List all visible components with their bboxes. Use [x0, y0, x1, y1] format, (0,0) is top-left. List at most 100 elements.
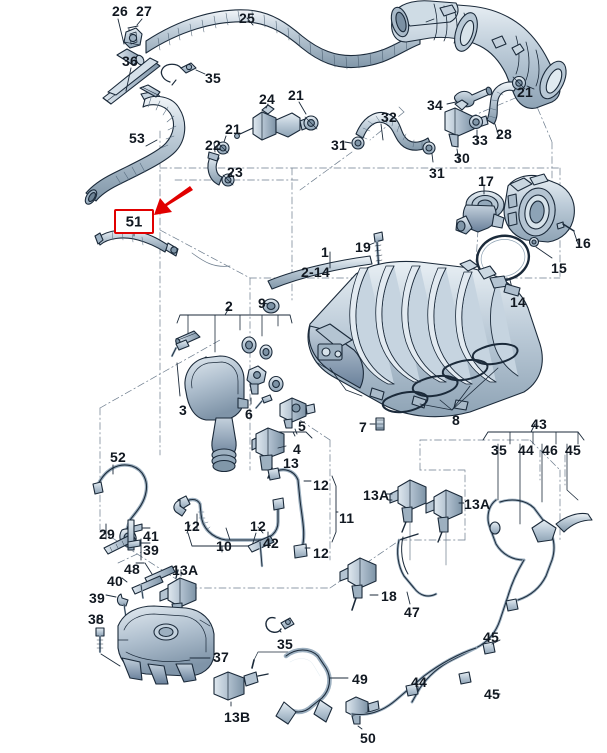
callout-34: 34: [427, 97, 443, 113]
callout-7: 7: [359, 419, 367, 435]
callout-46-group: 46: [542, 442, 558, 458]
part-39-bracket-a: [127, 539, 141, 549]
part-35-clip-bottom: [265, 616, 295, 633]
part-13a-valve-left: [159, 569, 197, 615]
callout-35-top: 35: [205, 70, 221, 86]
callout-41: 41: [143, 528, 159, 544]
callout-13: 13: [283, 455, 299, 471]
callout-53: 53: [129, 130, 145, 146]
part-11-hoses: [267, 467, 308, 559]
callout-13a-1: 13A: [172, 562, 199, 578]
part-24-valve: [234, 104, 313, 141]
part-13a-valve-c2: [425, 489, 463, 543]
part-50-valve: [345, 696, 380, 725]
callout-12-d: 12: [313, 545, 329, 561]
callout-25: 25: [239, 10, 255, 26]
intake-manifold: [307, 259, 543, 418]
callout-8: 8: [452, 412, 460, 428]
callout-27: 27: [136, 3, 152, 19]
part-15-lug: [528, 236, 540, 248]
callout-12-b: 12: [184, 518, 200, 534]
callout-35-group: 35: [491, 442, 507, 458]
throttle-body: [503, 173, 575, 243]
part-35-top: [160, 62, 197, 86]
callout-11: 11: [339, 510, 355, 526]
part-23-clamp: [221, 173, 235, 187]
callout-15: 15: [551, 260, 567, 276]
part-53-pipe: [84, 84, 186, 205]
callout-21-b: 21: [225, 121, 241, 137]
part-9-seal: [262, 298, 280, 314]
callout-50: 50: [360, 730, 376, 746]
part-5-sensor: [279, 397, 316, 429]
part-22: [207, 151, 223, 186]
part-17-actuator: [455, 190, 505, 235]
part-12-elbows: [173, 499, 187, 517]
callout-40: 40: [107, 573, 123, 589]
callout-45-b: 45: [483, 629, 499, 645]
part-38-bolt: [95, 627, 105, 654]
part-31-clamp-b: [422, 141, 436, 155]
callout-13b: 13B: [224, 709, 251, 725]
part-3-bolt: [170, 339, 190, 358]
callout-3: 3: [179, 402, 187, 418]
callout-23: 23: [227, 164, 243, 180]
callout-10: 10: [216, 538, 232, 554]
callout-2-14: 2-14: [301, 264, 330, 280]
callout-43: 43: [531, 416, 547, 432]
part-42-bracket: [247, 535, 275, 568]
callout-32: 32: [381, 109, 397, 125]
part-47-bracket: [396, 533, 438, 598]
highlight-label-text: 51: [125, 213, 143, 230]
part-51-hose: [94, 229, 179, 257]
callout-31-a: 31: [331, 137, 347, 153]
part-14-oring: [475, 234, 531, 282]
callout-44-group: 44: [518, 442, 534, 458]
callout-49: 49: [352, 671, 368, 687]
callout-26: 26: [112, 3, 128, 19]
part-2-canister: [184, 355, 249, 473]
callout-19: 19: [355, 239, 371, 255]
callout-16: 16: [575, 235, 591, 251]
callout-5: 5: [298, 418, 306, 434]
callout-21-a: 21: [288, 87, 304, 103]
callout-14: 14: [510, 294, 526, 310]
callout-52: 52: [110, 449, 126, 465]
callout-37: 37: [213, 649, 229, 665]
callout-33: 33: [472, 132, 488, 148]
callout-13a-2: 13A: [363, 487, 390, 503]
callout-21-c: 21: [517, 84, 533, 100]
part-40-bracket: [131, 575, 164, 599]
highlighted-part-label-51[interactable]: 51: [114, 209, 154, 234]
callout-45-group: 45: [565, 442, 581, 458]
callout-2: 2: [225, 298, 233, 314]
callout-39-b: 39: [89, 590, 105, 606]
callout-29: 29: [99, 526, 115, 542]
callout-12-c: 12: [250, 518, 266, 534]
part-16-screw: [556, 221, 575, 232]
callout-45-c: 45: [484, 686, 500, 702]
part-2-grommet-a: [241, 336, 257, 354]
callout-42: 42: [263, 535, 279, 551]
callout-48: 48: [124, 561, 140, 577]
callout-31-b: 31: [429, 165, 445, 181]
part-13-valve: [251, 427, 285, 479]
part-13b-connector: [213, 659, 269, 701]
part-28-hose: [486, 81, 519, 125]
part-4-bolt: [255, 394, 273, 409]
part-13a-valve-c1: [389, 479, 427, 533]
callout-17: 17: [478, 173, 494, 189]
callout-1: 1: [321, 244, 329, 260]
part-36: [102, 57, 161, 105]
callout-24: 24: [259, 91, 275, 107]
part-26: [116, 48, 145, 66]
callout-4: 4: [293, 441, 301, 457]
part-21-clamp-b: [216, 141, 230, 155]
part-2-grommet-b: [259, 344, 273, 360]
callout-28: 28: [496, 126, 512, 142]
callout-44-b: 44: [411, 674, 427, 690]
part-7-bolt: [375, 417, 385, 431]
part-10-hoses: [177, 495, 285, 542]
part-21-clamp-c: [511, 75, 527, 91]
